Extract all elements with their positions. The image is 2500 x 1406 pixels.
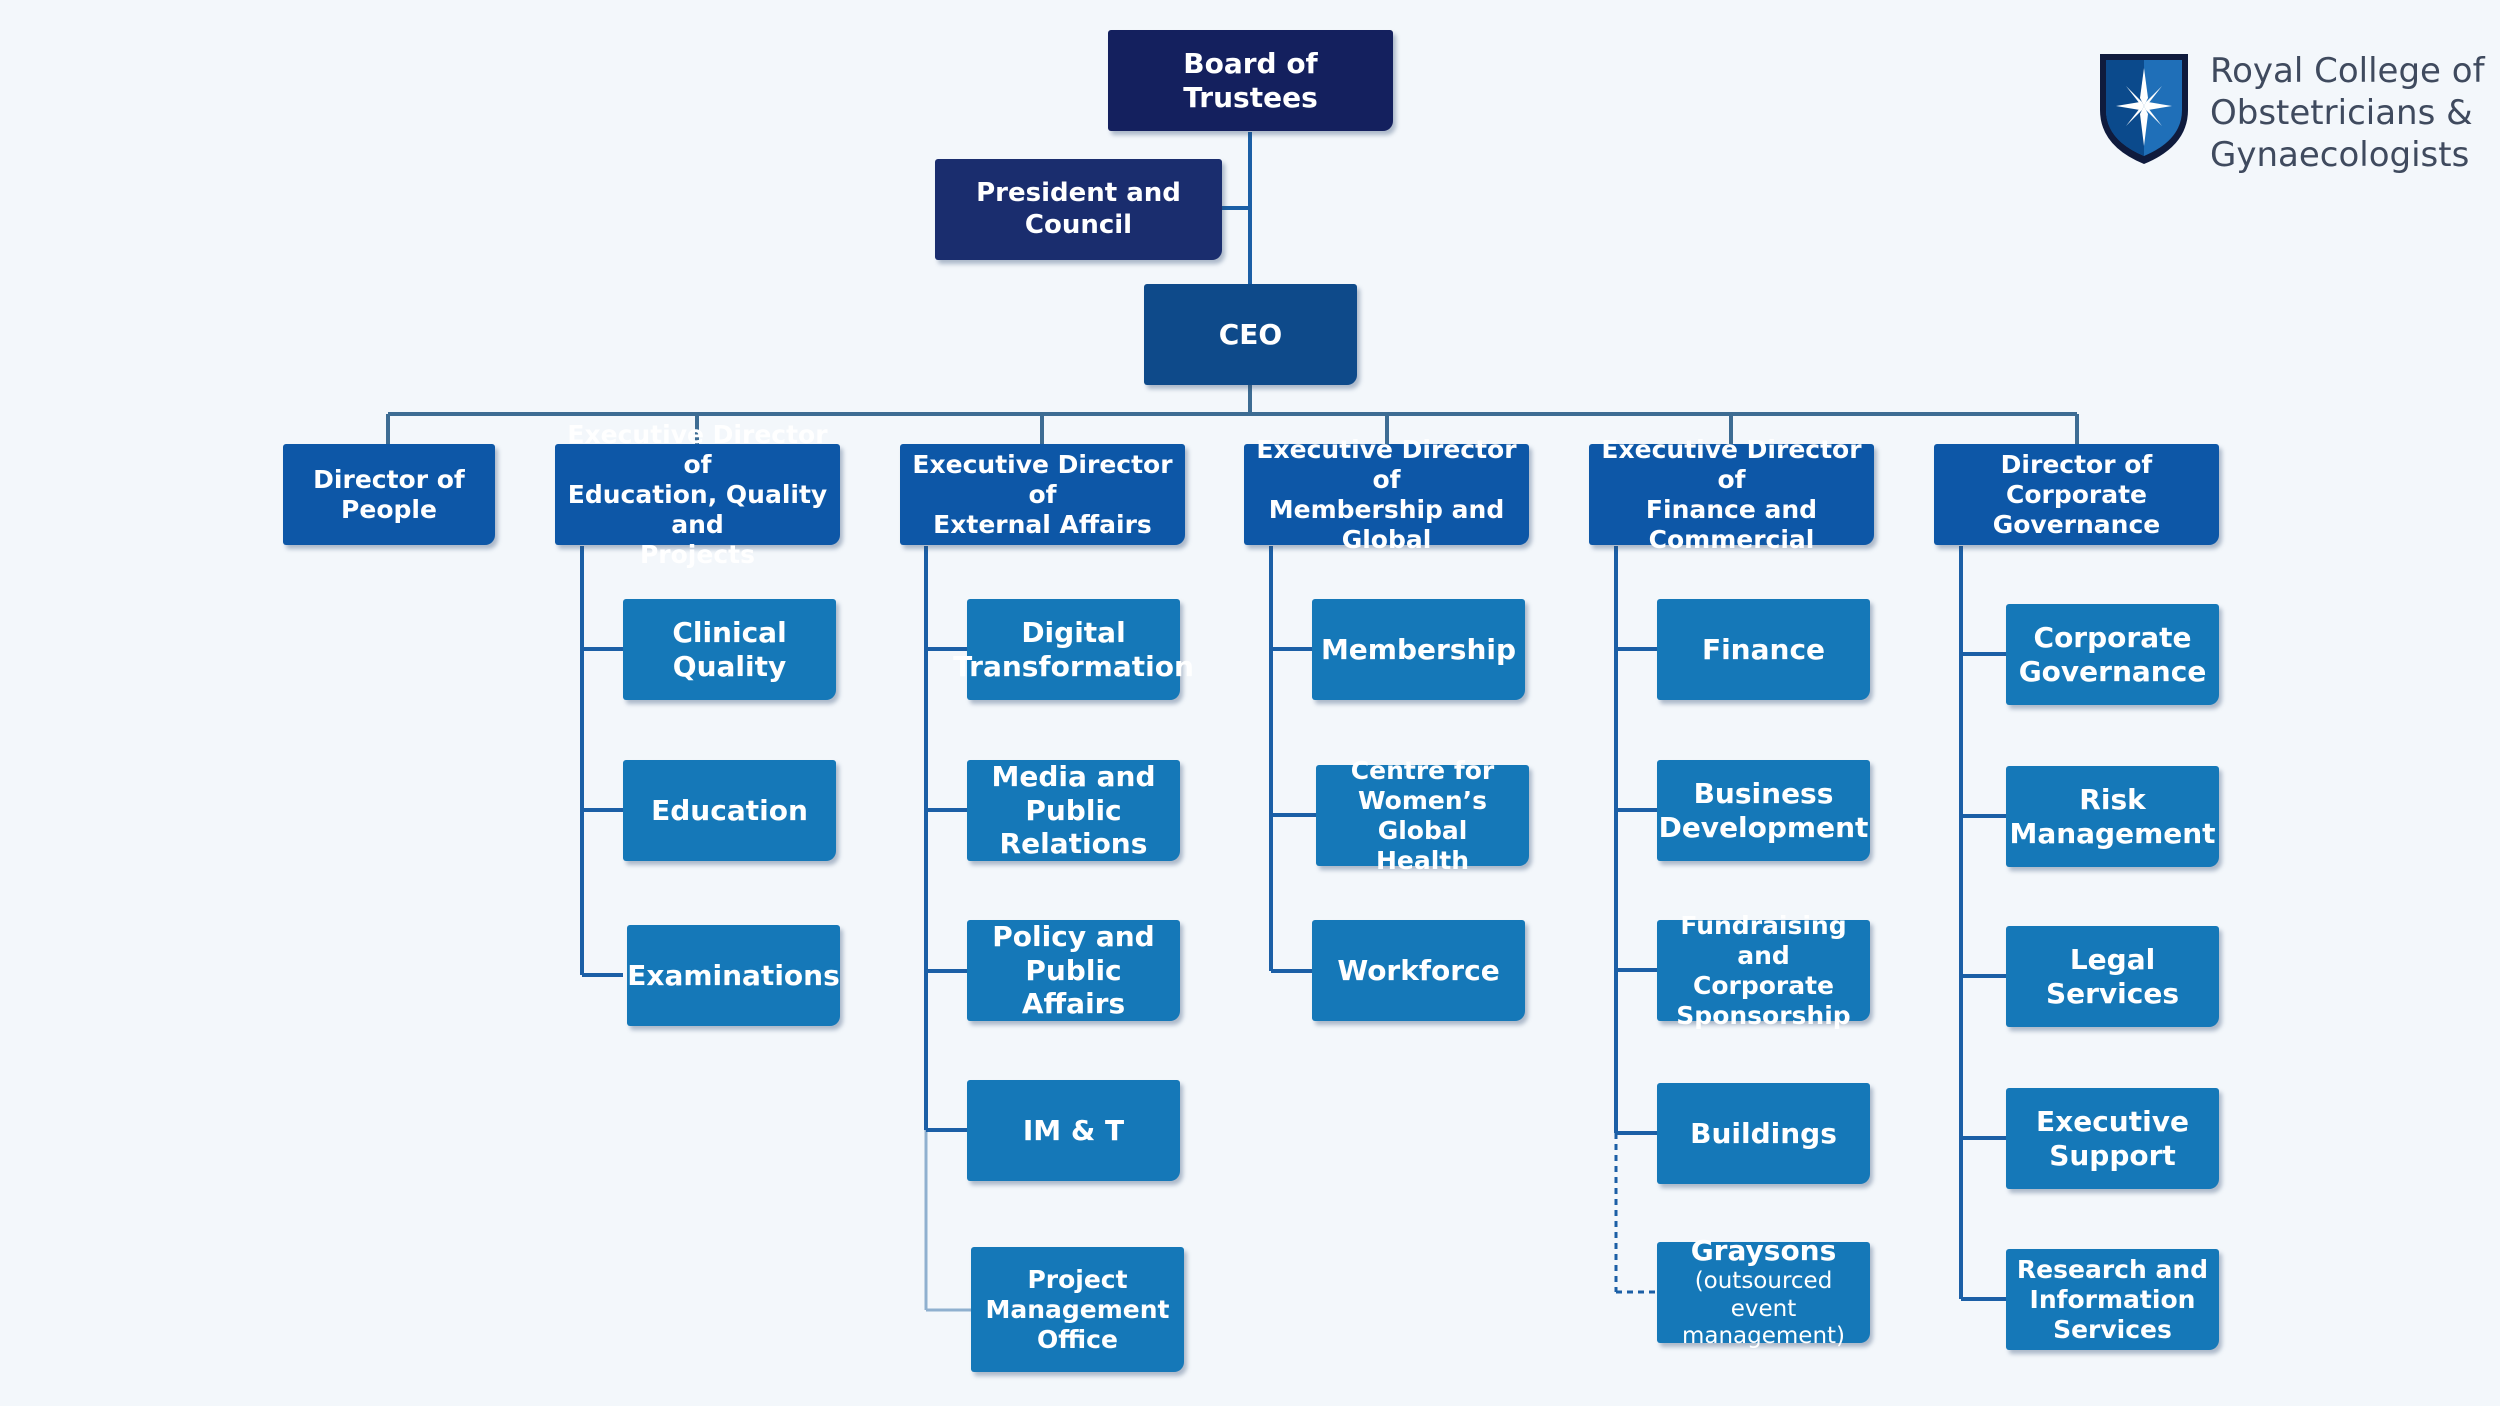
dept-label-line: Finance — [1701, 632, 1826, 666]
dept-label-line: Project — [1027, 1264, 1128, 1294]
dept-label-line: Health — [1375, 845, 1470, 875]
director-label-line: External Affairs — [933, 509, 1152, 539]
director-education-quality-projects-box: Executive Director of Education, Quality… — [555, 420, 840, 569]
board-of-trustees-box: Board of Trustees — [1108, 30, 1393, 131]
ceo-label: CEO — [1218, 317, 1283, 351]
logo-text-line: Royal College of — [2210, 51, 2485, 91]
dept-business-development: Business Development — [1657, 760, 1870, 861]
dept-label-line: Workforce — [1337, 953, 1500, 987]
dept-label-line: Legal Services — [2045, 942, 2180, 1010]
dept-label-line: Public Affairs — [1021, 953, 1126, 1021]
dept-label-line: Buildings — [1690, 1116, 1837, 1150]
dept-digital-transformation: Digital Transformation — [953, 599, 1194, 700]
director-label-line: Executive Director of — [1256, 434, 1517, 494]
dept-label-line: Clinical Quality — [672, 615, 787, 683]
dept-label-line: Executive — [2036, 1104, 2189, 1138]
dept-examinations: Examinations — [627, 925, 840, 1026]
dept-label-line: Corporate — [1692, 970, 1835, 1000]
dept-risk-management: Risk Management — [2006, 766, 2219, 867]
director-label-line: Commercial — [1648, 524, 1815, 554]
dept-policy-public-affairs: Policy and Public Affairs — [967, 920, 1180, 1021]
dept-label-line: Digital — [1021, 615, 1126, 649]
dept-label-line: Office — [1037, 1324, 1118, 1354]
board-of-trustees-label: Board of Trustees — [1183, 46, 1318, 114]
dept-workforce: Workforce — [1312, 920, 1525, 1021]
director-finance-commercial-box: Executive Director of Finance and Commer… — [1589, 435, 1874, 554]
dept-label-line: Management — [985, 1294, 1170, 1324]
dept-label-line: Media and — [991, 760, 1156, 794]
dept-project-management-office: Project Management Office — [971, 1247, 1184, 1372]
dept-label-line: Graysons — [1690, 1234, 1837, 1268]
rcog-logo: Royal College of Obstetricians & Gynaeco… — [2096, 50, 2496, 180]
dept-sublabel-line: (outsourced event — [1694, 1267, 1833, 1322]
dept-media-public-relations: Media and Public Relations — [967, 760, 1180, 861]
director-label-line: Projects — [639, 539, 755, 569]
dept-label-line: Fundraising and — [1680, 910, 1847, 970]
director-label-line: Director of — [313, 464, 465, 494]
director-label-line: Executive Director of — [1601, 434, 1862, 494]
dept-buildings: Buildings — [1657, 1083, 1870, 1184]
logo-text-line: Gynaecologists — [2210, 135, 2470, 175]
director-external-affairs-box: Executive Director of External Affairs — [900, 444, 1185, 545]
dept-label-line: Business — [1693, 776, 1834, 810]
dept-label-line: Membership — [1320, 632, 1517, 666]
dept-education: Education — [623, 760, 836, 861]
director-label-line: Governance — [1992, 509, 2161, 539]
director-label-line: Global — [1341, 524, 1432, 554]
director-label-line: Executive Director of — [912, 449, 1173, 509]
dept-sublabel-line: management) — [1681, 1323, 1846, 1350]
dept-fundraising-corporate-sponsorship: Fundraising and Corporate Sponsorship — [1657, 911, 1870, 1030]
dept-label-line: Corporate — [2033, 620, 2192, 654]
dept-label-line: Services — [2053, 1314, 2172, 1344]
dept-finance: Finance — [1657, 599, 1870, 700]
director-of-people-box: Director of People — [283, 444, 495, 545]
director-corporate-governance-box: Director of Corporate Governance — [1934, 444, 2219, 545]
dept-label-line: Examinations — [627, 958, 840, 992]
dept-label-line: Public — [1025, 793, 1122, 827]
dept-label-line: Education — [651, 793, 808, 827]
dept-label-line: Sponsorship — [1676, 1000, 1851, 1030]
director-membership-global-box: Executive Director of Membership and Glo… — [1244, 435, 1529, 554]
logo-text-line: Obstetricians & — [2210, 93, 2473, 133]
dept-label-line: Information — [2029, 1284, 2196, 1314]
dept-label-line: Transformation — [953, 649, 1194, 683]
dept-centre-womens-global-health: Centre for Women’s Global Health — [1316, 756, 1529, 875]
dept-label-line: Relations — [999, 827, 1148, 861]
president-and-council-box: President and Council — [935, 159, 1222, 260]
director-label-line: People — [341, 494, 437, 524]
president-and-council-label: President and Council — [976, 178, 1181, 240]
director-label-line: Membership and — [1268, 494, 1505, 524]
dept-label-line: Research and — [2016, 1254, 2209, 1284]
dept-membership: Membership — [1312, 599, 1525, 700]
director-label-line: Education, Quality and — [567, 479, 828, 539]
dept-im-and-t: IM & T — [967, 1080, 1180, 1181]
director-label-line: Director of Corporate — [2000, 449, 2153, 509]
dept-label-line: Development — [1658, 810, 1869, 844]
dept-label-line: Governance — [2018, 654, 2207, 688]
dept-corporate-governance: Corporate Governance — [2006, 604, 2219, 705]
dept-clinical-quality: Clinical Quality — [623, 599, 836, 700]
director-label-line: Finance and — [1645, 494, 1818, 524]
director-label-line: Executive Director of — [567, 419, 828, 479]
dept-label-line: Women’s Global — [1357, 785, 1488, 845]
dept-label-line: Policy and — [992, 920, 1155, 954]
shield-star-icon — [2100, 54, 2188, 164]
dept-executive-support: Executive Support — [2006, 1088, 2219, 1189]
dept-research-information-services: Research and Information Services — [2006, 1249, 2219, 1350]
dept-label-line: IM & T — [1022, 1113, 1125, 1147]
dept-label-line: Support — [2049, 1138, 2176, 1172]
dept-graysons: Graysons (outsourced event management) — [1657, 1234, 1870, 1349]
dept-label-line: Management — [2009, 816, 2216, 850]
dept-label-line: Centre for — [1350, 755, 1495, 785]
ceo-box: CEO — [1144, 284, 1357, 385]
dept-label-line: Risk — [2079, 782, 2146, 816]
dept-legal-services: Legal Services — [2006, 926, 2219, 1027]
